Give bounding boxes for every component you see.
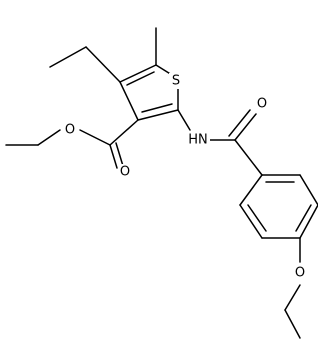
bond-c3-ester-c — [109, 119, 139, 146]
bond-amide-c-o-double-a — [234, 113, 257, 141]
bond-ether-o-ch2 — [284, 284, 301, 311]
ester-o-carbonyl-label-bg — [118, 164, 132, 180]
bond-ring-4-5 — [299, 204, 318, 239]
ester-o-single-label-bg — [63, 122, 77, 138]
bond-c3-c4 — [119, 81, 139, 121]
bond-ring-2-3 — [239, 204, 263, 239]
ether-o-label: O — [295, 266, 305, 281]
bond-ether-ch2-ch3 — [284, 309, 301, 339]
amide-nh-label-bg — [186, 131, 210, 149]
bond-ethyl-ch2-ch3 — [49, 46, 87, 68]
ether-o-label-bg — [293, 265, 307, 281]
bond-ester-c-o-single — [79, 129, 111, 146]
bond-ester-o-ch2 — [37, 129, 61, 146]
bond-ester-c-o-double-b — [115, 142, 124, 167]
amide-nh-label: HN — [188, 133, 208, 148]
bond-ring-5-6 — [299, 174, 318, 206]
bond-c4-ethyl-ch2 — [85, 46, 121, 83]
bond-amide-c-o-double-b — [228, 109, 251, 137]
bond-c2-c3-outer — [137, 109, 179, 121]
sulfur-label-bg — [169, 73, 183, 89]
bond-ring-1-2 — [239, 174, 263, 206]
bond-ring-inner-2-3 — [247, 204, 267, 232]
bond-c2-c3-inner — [141, 103, 173, 113]
bond-carbonyl-to-ring — [234, 139, 263, 176]
amide-o-label: O — [257, 97, 267, 112]
bond-c4-c5-inner — [126, 71, 155, 86]
sulfur-label: S — [172, 74, 180, 89]
bond-c2-nh — [177, 109, 191, 131]
ester-o-carbonyl-label: O — [120, 165, 130, 180]
bond-ester-c-o-double-a — [109, 144, 118, 169]
ester-o-single-label: O — [65, 123, 75, 138]
bond-ring-inner-4-5 — [295, 204, 312, 232]
bond-c4-c5-outer — [119, 64, 157, 83]
amide-o-label-bg — [255, 96, 269, 112]
